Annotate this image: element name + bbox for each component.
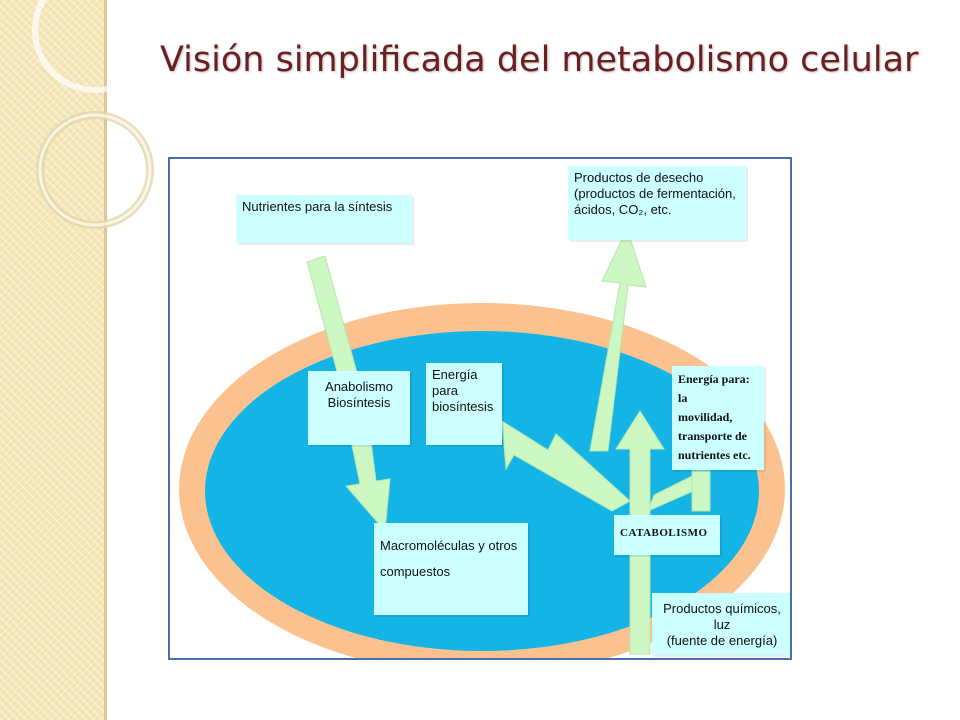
macromolecules-box: Macromoléculas y otros compuestos xyxy=(374,523,528,615)
catabolism-box: CATABOLISMO xyxy=(614,515,720,555)
slide-title: Visión simplificada del metabolismo celu… xyxy=(160,40,919,80)
energy-uses-box: Energía para: la movilidad, transporte d… xyxy=(672,366,764,470)
decorative-rings xyxy=(32,0,158,229)
arrow-catabolism-to-energy xyxy=(501,420,631,512)
arrow-anabolism-to-macromolecules xyxy=(345,440,391,533)
anabolism-box: Anabolismo Biosíntesis xyxy=(308,371,410,445)
metabolism-diagram: Nutrientes para la síntesis Productos de… xyxy=(168,157,792,660)
chemicals-box: Productos químicos, luz (fuente de energ… xyxy=(652,593,790,655)
arrow-catabolism-to-waste xyxy=(589,227,647,452)
nutrients-box: Nutrientes para la síntesis xyxy=(236,195,412,243)
decorative-side-strip xyxy=(0,0,104,720)
waste-products-box: Productos de desecho (productos de ferme… xyxy=(568,166,746,240)
energy-biosynthesis-box: Energía para biosíntesis xyxy=(426,363,502,445)
arrow-mobility-branch xyxy=(691,470,711,512)
side-strip-edge xyxy=(104,0,107,720)
